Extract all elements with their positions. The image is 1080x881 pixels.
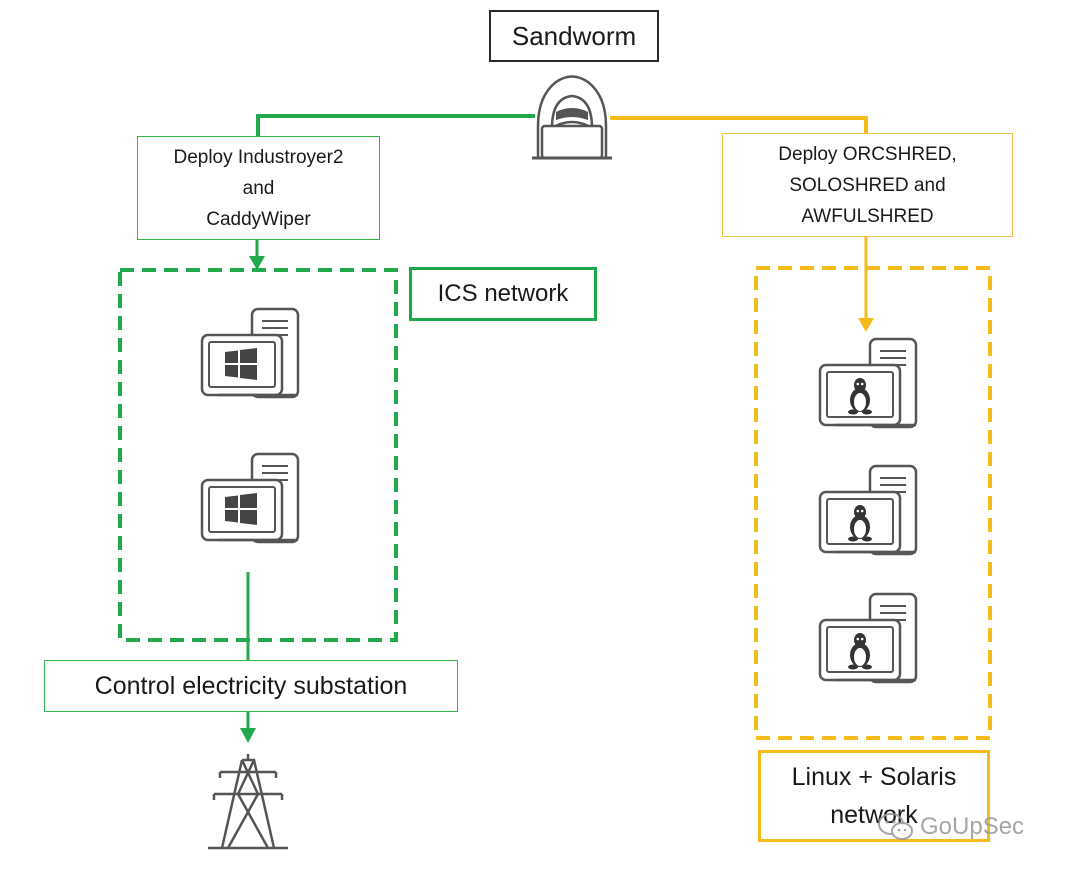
hooded-hacker-icon [532, 75, 612, 160]
linux-host-3 [818, 592, 918, 684]
green-arrowhead-2 [240, 728, 256, 743]
windows-host-1 [200, 307, 300, 399]
linux-tux-icon [848, 505, 872, 542]
substation-box: Control electricity substation [44, 660, 458, 712]
orange-arrowhead-1 [858, 318, 874, 332]
linux-network-label: Linux + Solaris network [791, 763, 957, 829]
shred-deploy-text: Deploy ORCSHRED, SOLOSHRED and AWFULSHRE… [778, 143, 957, 227]
substation-label: Control electricity substation [94, 671, 408, 700]
watermark-text: GoUpSec [920, 813, 1025, 840]
linux-host-2 [818, 464, 918, 556]
sandworm-title-box: Sandworm [489, 10, 659, 62]
linux-network-dashed-region [754, 266, 992, 740]
shred-deploy-box: Deploy ORCSHRED, SOLOSHRED and AWFULSHRE… [722, 133, 1013, 237]
ics-network-dashed-region [118, 268, 398, 642]
industroyer-deploy-text: Deploy Industroyer2 and CaddyWiper [173, 146, 344, 230]
green-connector-top [256, 114, 535, 136]
industroyer-deploy-box: Deploy Industroyer2 and CaddyWiper [137, 136, 380, 240]
orange-connector-top [610, 116, 868, 133]
wechat-icon [878, 813, 913, 840]
windows-logo-icon [225, 493, 257, 525]
linux-tux-icon [848, 633, 872, 670]
green-arrowhead-1 [249, 256, 265, 270]
watermark: GoUpSec [878, 812, 1024, 842]
windows-logo-icon [225, 348, 257, 380]
sandworm-title: Sandworm [511, 20, 637, 51]
linux-network-label-box: Linux + Solaris network [758, 750, 990, 842]
ics-network-label-box: ICS network [409, 267, 597, 321]
windows-host-2 [200, 452, 300, 544]
power-pylon-icon [208, 754, 288, 850]
ics-network-label: ICS network [437, 280, 569, 307]
linux-tux-icon [848, 378, 872, 415]
linux-host-1 [818, 337, 918, 429]
